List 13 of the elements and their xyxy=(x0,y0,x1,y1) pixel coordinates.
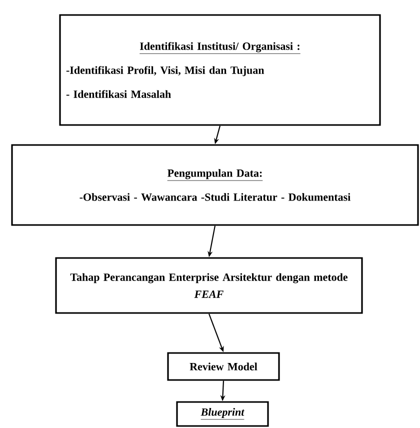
box-text: -Observasi - Wawancara -Studi Literatur - Dokumentasi xyxy=(80,193,350,201)
process-box xyxy=(167,352,280,381)
list-item: - Identifikasi Masalah xyxy=(66,90,171,98)
box-text: Review Model xyxy=(190,362,258,370)
box-text: Tahap Perancangan Enterprise Arsitektur dengan metode FEAF xyxy=(70,273,348,298)
list-item: -Identifikasi Profil, Visi, Misi dan Tujuan xyxy=(66,66,264,76)
heading: Blueprint xyxy=(200,408,244,420)
process-box xyxy=(176,401,269,427)
heading: Identifikasi Institusi/ Organisasi : xyxy=(139,42,301,54)
process-box xyxy=(11,144,419,226)
process-box xyxy=(55,257,363,314)
process-box xyxy=(59,14,381,126)
heading: Pengumpulan Data: xyxy=(167,169,263,181)
